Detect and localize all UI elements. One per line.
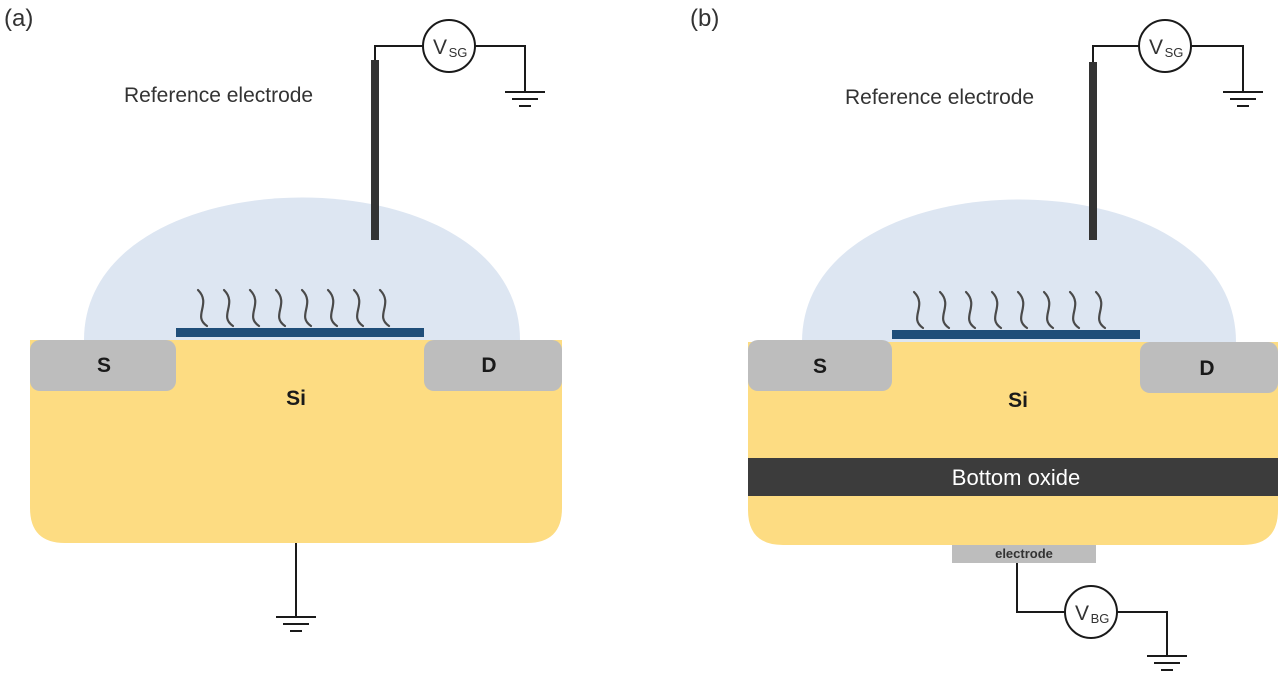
- panel-b-voltmeter: [1138, 19, 1192, 73]
- panel-b-bottom-oxide: [748, 458, 1278, 496]
- panel-a-ground-icon-top: [505, 91, 545, 107]
- panel-b-gate-layer: [892, 330, 1140, 339]
- panel-b-reference-electrode: [1089, 62, 1097, 240]
- panel-b-back-electrode: [952, 545, 1096, 563]
- panel-b-silicon-label: Si: [1008, 389, 1028, 412]
- panel-b: (b) Bottom oxide S D Si Reference electr…: [690, 5, 1278, 671]
- panel-a-probe-molecules: [196, 288, 391, 328]
- panel-b-wire-to-ground: [1191, 45, 1244, 92]
- probe-molecule: [248, 288, 261, 328]
- panel-a-reference-label: Reference electrode: [124, 84, 313, 107]
- probe-molecule: [300, 288, 313, 328]
- panel-a-electrolyte-droplet: [84, 197, 520, 340]
- probe-molecule: [990, 290, 1003, 330]
- panel-a-reference-electrode: [371, 60, 379, 240]
- panel-b-ground-icon-bottom: [1147, 655, 1187, 671]
- panel-a-wire-to-voltmeter: [374, 45, 423, 60]
- probe-molecule: [378, 288, 391, 328]
- probe-molecule: [274, 288, 287, 328]
- panel-b-label: (b): [690, 5, 719, 32]
- panel-a: (a) S D Si Reference electrode V SG: [4, 5, 562, 632]
- probe-molecule: [222, 288, 235, 328]
- probe-molecule: [196, 288, 209, 328]
- panel-b-back-voltmeter-main: V: [1075, 602, 1089, 625]
- panel-b-source-label: S: [813, 355, 827, 378]
- panel-b-reference-label: Reference electrode: [845, 86, 1034, 109]
- panel-a-drain-label: D: [481, 354, 496, 377]
- panel-a-voltmeter-sub: SG: [449, 45, 468, 60]
- probe-molecule: [964, 290, 977, 330]
- panel-a-drain-contact: [424, 340, 562, 391]
- panel-b-electrolyte-droplet: [802, 199, 1236, 342]
- panel-b-voltmeter-sub: SG: [1165, 45, 1184, 60]
- panel-b-voltmeter-main: V: [1149, 36, 1163, 59]
- probe-molecule: [326, 288, 339, 328]
- panel-a-voltmeter-main: V: [433, 36, 447, 59]
- probe-molecule: [1068, 290, 1081, 330]
- probe-molecule: [1094, 290, 1107, 330]
- panel-a-gate-layer: [176, 328, 424, 337]
- probe-molecule: [938, 290, 951, 330]
- panel-a-wire-to-ground: [475, 45, 526, 92]
- panel-a-silicon-label: Si: [286, 387, 306, 410]
- panel-b-back-electrode-label: electrode: [995, 546, 1053, 561]
- panel-b-source-contact: [748, 340, 892, 391]
- panel-b-probe-molecules: [912, 290, 1107, 330]
- probe-molecule: [352, 288, 365, 328]
- panel-b-drain-label: D: [1199, 357, 1214, 380]
- panel-a-source-label: S: [97, 354, 111, 377]
- panel-b-wire-to-voltmeter: [1092, 45, 1139, 62]
- panel-b-drain-contact: [1140, 342, 1278, 393]
- panel-b-wire-to-back-voltmeter: [1016, 563, 1065, 613]
- panel-a-voltmeter: [422, 19, 476, 73]
- panel-b-wire-back-ground: [1117, 611, 1168, 656]
- panel-b-back-voltmeter: [1064, 585, 1118, 639]
- panel-b-ground-icon-top: [1223, 91, 1263, 107]
- panel-b-back-voltmeter-sub: BG: [1091, 611, 1110, 626]
- panel-a-ground-icon-bottom: [276, 616, 316, 632]
- probe-molecule: [912, 290, 925, 330]
- panel-a-source-contact: [30, 340, 176, 391]
- probe-molecule: [1042, 290, 1055, 330]
- panel-a-label: (a): [4, 5, 33, 32]
- probe-molecule: [1016, 290, 1029, 330]
- panel-b-bottom-oxide-label: Bottom oxide: [952, 465, 1080, 490]
